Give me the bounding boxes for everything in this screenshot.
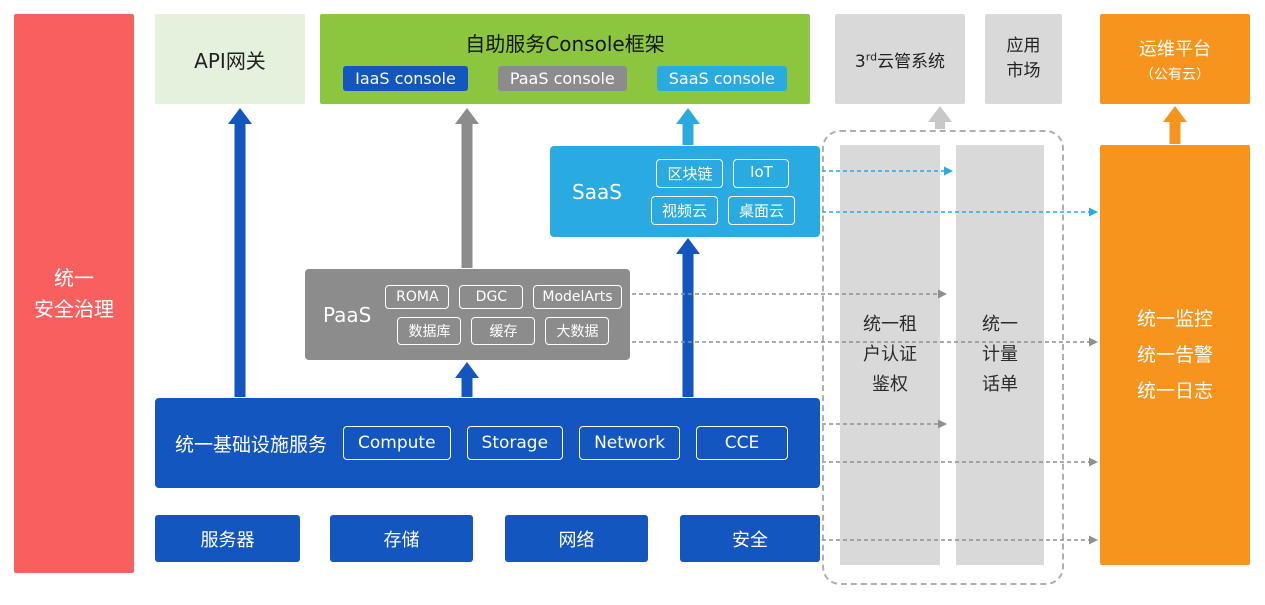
paas-chip-cache: 缓存 <box>471 316 536 345</box>
metering-label: 统一 计量 话单 <box>982 314 1018 395</box>
dotted-security-box-arrowhead <box>1089 535 1098 545</box>
iaas-layer-label: 统一基础设施服务 <box>175 433 328 456</box>
tenant-auth-label: 统一租 户认证 鉴权 <box>863 314 917 395</box>
saas-chip-blockchain: 区块链 <box>656 158 724 188</box>
paas-layer-box: PaaS ROMA DGC ModelArts 数据库 缓存 大数据 <box>305 269 630 360</box>
third-party-cloud-mgmt-label: 3rd云管系统 <box>855 47 945 72</box>
paas-chip-modelarts: ModelArts <box>533 284 622 309</box>
iaas-chip-compute: Compute <box>343 426 451 460</box>
paas-layer-label: PaaS <box>323 302 372 327</box>
infra-box-server: 服务器 <box>155 515 300 562</box>
paas-chip-row: 数据库 缓存 大数据 <box>385 316 621 345</box>
api-gateway-label: API网关 <box>194 48 266 73</box>
iaas-chip-network: Network <box>579 426 681 460</box>
ops-platform-title: 运维平台 <box>1139 38 1211 60</box>
saas-chip-row: 视频云 桌面云 <box>638 195 808 225</box>
arrow-paas-to-console <box>455 108 479 268</box>
infra-box-security: 安全 <box>680 515 820 562</box>
saas-chip-video-cloud: 视频云 <box>650 195 718 225</box>
api-gateway-box: API网关 <box>155 14 305 104</box>
dotted-saas-row2-arrowhead <box>1089 207 1098 217</box>
saas-chip-desktop-cloud: 桌面云 <box>727 195 795 225</box>
arrow-iaas-to-api-gateway <box>228 108 252 397</box>
third-party-label-sup: rd <box>865 49 878 63</box>
paas-chip-dgc: DGC <box>459 284 524 309</box>
iaas-services: Compute Storage Network CCE <box>343 426 789 460</box>
arrow-saas-to-console <box>676 108 700 145</box>
arrow-iaas-to-saas <box>676 238 700 397</box>
console-badges: IaaS console PaaS console SaaS console <box>343 65 787 91</box>
iaas-console-badge: IaaS console <box>343 65 468 91</box>
metering-bar: 统一 计量 话单 <box>956 145 1044 565</box>
dotted-iaas-row2-arrowhead <box>1089 457 1098 467</box>
paas-chip-database: 数据库 <box>397 316 462 345</box>
arrow-monitoring-to-ops-platform <box>1163 106 1187 144</box>
iaas-chip-storage: Storage <box>466 426 564 460</box>
paas-chip-roma: ROMA <box>385 284 450 309</box>
ops-platform-subtitle: （公有云） <box>1140 66 1210 83</box>
arrow-iaas-to-paas <box>455 362 479 397</box>
security-governance-label: 统一 安全治理 <box>34 265 114 321</box>
paas-services: ROMA DGC ModelArts 数据库 缓存 大数据 <box>385 284 633 345</box>
third-party-cloud-mgmt-box: 3rd云管系统 <box>835 14 965 104</box>
infra-box-network: 网络 <box>505 515 648 562</box>
monitoring-label: 统一监控 统一告警 统一日志 <box>1136 307 1213 403</box>
paas-console-badge: PaaS console <box>497 65 627 91</box>
app-market-box: 应用 市场 <box>985 14 1062 104</box>
saas-chip-row: 区块链 IoT <box>638 158 808 188</box>
tenant-auth-bar: 统一租 户认证 鉴权 <box>840 145 940 565</box>
monitoring-panel: 统一监控 统一告警 统一日志 <box>1100 145 1250 565</box>
iaas-layer-box: 统一基础设施服务 Compute Storage Network CCE <box>155 398 820 488</box>
saas-layer-box: SaaS 区块链 IoT 视频云 桌面云 <box>550 146 820 237</box>
dotted-paas-row2-arrowhead <box>1089 337 1098 347</box>
app-market-label: 应用 市场 <box>1006 35 1041 82</box>
shared-services-dashed-container <box>822 130 1064 585</box>
security-governance-panel: 统一 安全治理 <box>14 14 134 573</box>
saas-chip-iot: IoT <box>733 158 790 188</box>
iaas-chip-cce: CCE <box>696 426 789 460</box>
infra-box-storage: 存储 <box>330 515 473 562</box>
saas-services: 区块链 IoT 视频云 桌面云 <box>638 158 820 225</box>
saas-console-badge: SaaS console <box>656 65 787 91</box>
arrow-shared-to-third-party-cloud <box>928 106 952 129</box>
paas-chip-bigdata: 大数据 <box>545 316 610 345</box>
third-party-label-prefix: 3 <box>854 51 866 72</box>
console-framework-title: 自助服务Console框架 <box>465 31 665 56</box>
console-framework-box: 自助服务Console框架 IaaS console PaaS console … <box>320 14 810 104</box>
ops-platform-box: 运维平台 （公有云） <box>1100 14 1250 104</box>
third-party-label-rest: 云管系统 <box>877 51 946 72</box>
saas-layer-label: SaaS <box>572 179 622 204</box>
paas-chip-row: ROMA DGC ModelArts <box>385 284 622 309</box>
